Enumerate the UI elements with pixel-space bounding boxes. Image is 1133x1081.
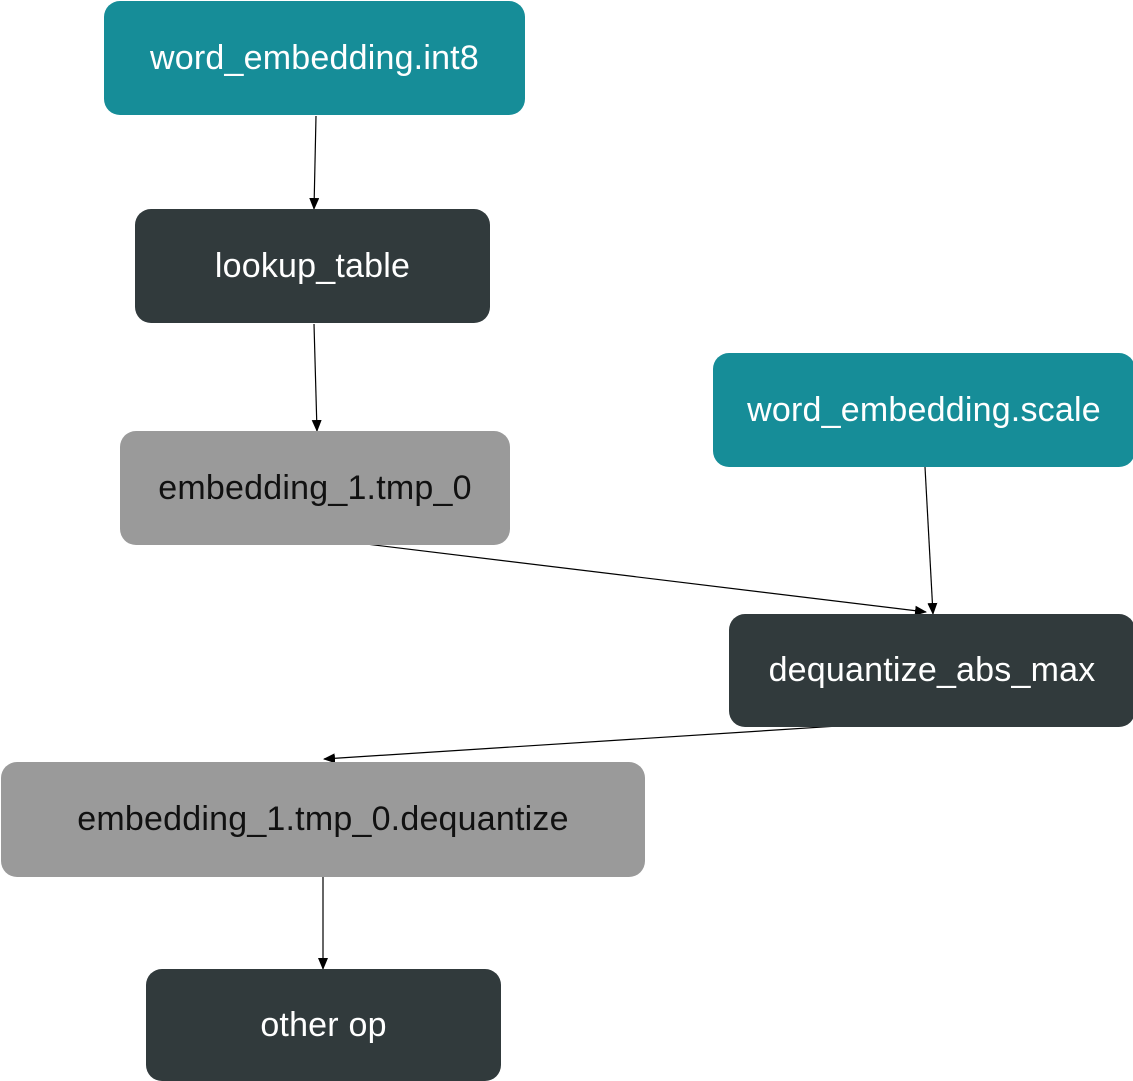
- edge-lookup-table-to-embedding-tmp: [311, 323, 322, 432]
- node-other-op: other op: [146, 969, 501, 1081]
- edge-word-embedding-int8-to-lookup-table: [309, 115, 320, 210]
- node-label: embedding_1.tmp_0: [158, 468, 472, 507]
- node-dequantize-abs-max: dequantize_abs_max: [729, 614, 1133, 727]
- node-word-embedding-scale: word_embedding.scale: [713, 353, 1133, 467]
- node-label: embedding_1.tmp_0.dequantize: [77, 800, 569, 838]
- node-label: dequantize_abs_max: [768, 651, 1096, 689]
- edge-word-embedding-scale-to-dequantize-abs-max: [924, 466, 938, 615]
- node-lookup-table: lookup_table: [135, 209, 490, 323]
- node-label: lookup_table: [214, 246, 411, 285]
- node-embedding-dequantize: embedding_1.tmp_0.dequantize: [1, 762, 645, 877]
- node-word-embedding-int8: word_embedding.int8: [104, 1, 525, 115]
- node-label: other op: [260, 1005, 387, 1044]
- node-label: word_embedding.scale: [747, 390, 1101, 429]
- node-label: word_embedding.int8: [150, 38, 479, 77]
- edge-embedding-tmp-to-dequantize-abs-max: [332, 539, 927, 616]
- node-embedding-tmp: embedding_1.tmp_0: [120, 431, 510, 545]
